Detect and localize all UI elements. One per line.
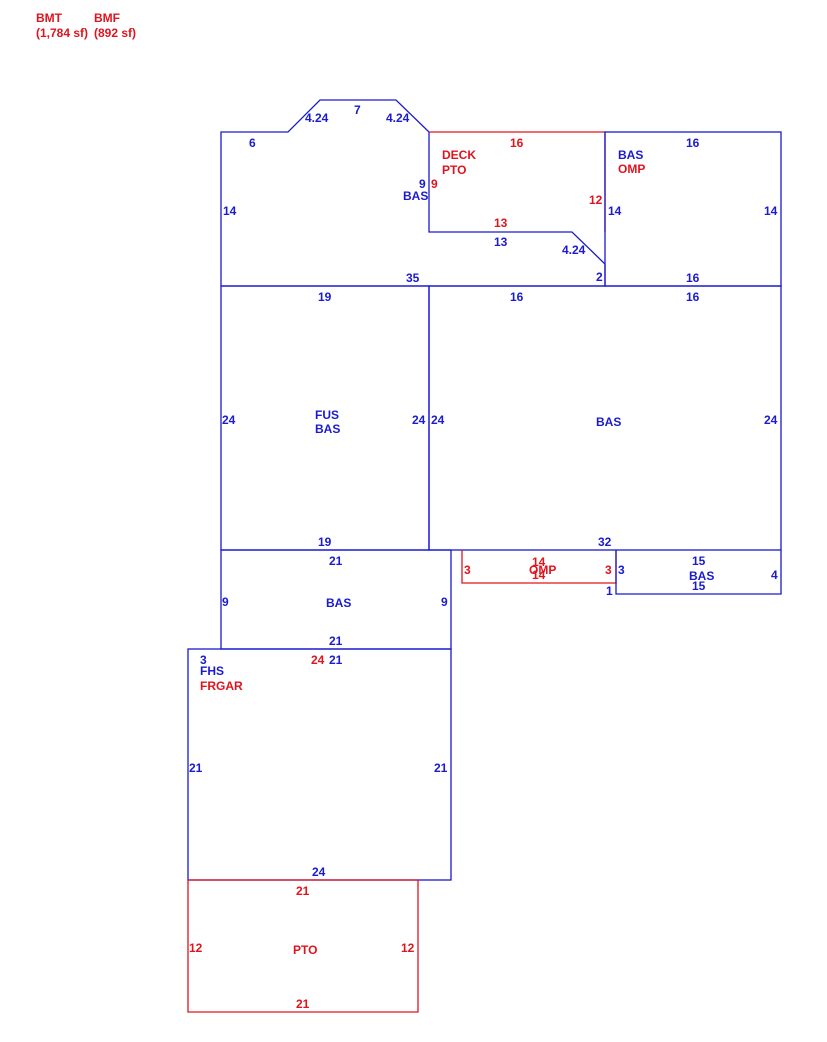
main-bas-area-label: BAS [596, 415, 621, 429]
dim-label: 21 [189, 761, 203, 775]
legend-bmf-area: (892 sf) [94, 26, 136, 40]
dim-label: 9 [419, 177, 426, 191]
legend-bmt-area: (1,784 sf) [36, 26, 88, 40]
dim-label: 2 [596, 270, 603, 284]
dimension-labels: 6 4.24 7 4.24 14 9 35 16 9 12 13 13 4.24… [189, 103, 778, 1011]
dim-label: 16 [686, 290, 700, 304]
top-left-area-label: BAS [403, 189, 428, 203]
dim-label: 9 [431, 177, 438, 191]
dim-label: 4.24 [305, 111, 329, 125]
dim-label: 4.24 [386, 111, 410, 125]
dim-label: 24 [312, 865, 326, 879]
dim-label: 15 [692, 579, 706, 593]
dim-label: 7 [354, 103, 361, 117]
dim-label: 16 [510, 290, 524, 304]
legend: BMT (1,784 sf) BMF (892 sf) [36, 11, 136, 40]
fus-bas-area-label: BAS [315, 422, 340, 436]
dim-label: 6 [249, 136, 256, 150]
right-bas-area-label: BAS [689, 569, 714, 583]
dim-label: 15 [692, 554, 706, 568]
dim-label: 14 [223, 204, 237, 218]
dim-label: 3 [605, 563, 612, 577]
dim-label: 24 [222, 413, 236, 427]
dim-label: 12 [589, 193, 603, 207]
legend-bmf-label: BMF [94, 11, 120, 25]
outlines [187, 99, 782, 1013]
dim-label: 21 [329, 634, 343, 648]
dim-label: 19 [318, 535, 332, 549]
omp-small-area-label: OMP [529, 563, 556, 577]
legend-bmt-label: BMT [36, 11, 63, 25]
fus-area-label: FUS [315, 408, 339, 422]
top-right-omp-label: OMP [618, 162, 645, 176]
dim-label: 9 [222, 595, 229, 609]
dim-label: 12 [189, 941, 203, 955]
dim-label: 3 [200, 653, 207, 667]
garage-frgar-label: FRGAR [200, 679, 243, 693]
dim-label: 13 [494, 235, 508, 249]
dim-label: 24 [311, 653, 325, 667]
dim-label: 3 [618, 563, 625, 577]
right-bas-outline [615, 550, 782, 595]
deck-pto-area-label: PTO [442, 163, 466, 177]
dim-label: 14 [532, 555, 546, 569]
dim-label: 21 [329, 554, 343, 568]
top-right-area-label: BAS [618, 148, 643, 162]
dim-label: 4 [771, 568, 778, 582]
dim-label: 16 [510, 136, 524, 150]
area-labels: BAS DECK PTO BAS OMP FUS BAS BAS BAS OMP… [200, 148, 714, 957]
dim-label: 35 [406, 271, 420, 285]
dim-label: 21 [296, 884, 310, 898]
dim-label: 1 [606, 584, 613, 598]
mid-bas-area-label: BAS [326, 596, 351, 610]
dim-label: 32 [598, 535, 612, 549]
dim-label: 13 [494, 216, 508, 230]
patio-outline [187, 879, 419, 1013]
dim-label: 4.24 [562, 243, 586, 257]
dim-label: 12 [401, 941, 415, 955]
deck-area-label: DECK [442, 148, 476, 162]
dim-label: 14 [532, 568, 546, 582]
dim-label: 14 [764, 204, 778, 218]
dim-label: 16 [686, 271, 700, 285]
garage-fhs-label: FHS [200, 664, 224, 678]
dim-label: 19 [318, 290, 332, 304]
dim-label: 16 [686, 136, 700, 150]
dim-label: 21 [296, 997, 310, 1011]
dim-label: 21 [434, 761, 448, 775]
dim-label: 3 [464, 563, 471, 577]
dim-label: 14 [608, 204, 622, 218]
main-bas-outline [428, 285, 782, 551]
dim-label: 24 [764, 413, 778, 427]
dim-label: 24 [412, 413, 426, 427]
dim-label: 24 [431, 413, 445, 427]
patio-area-label: PTO [293, 943, 317, 957]
dim-label: 9 [441, 595, 448, 609]
dim-label: 21 [329, 653, 343, 667]
